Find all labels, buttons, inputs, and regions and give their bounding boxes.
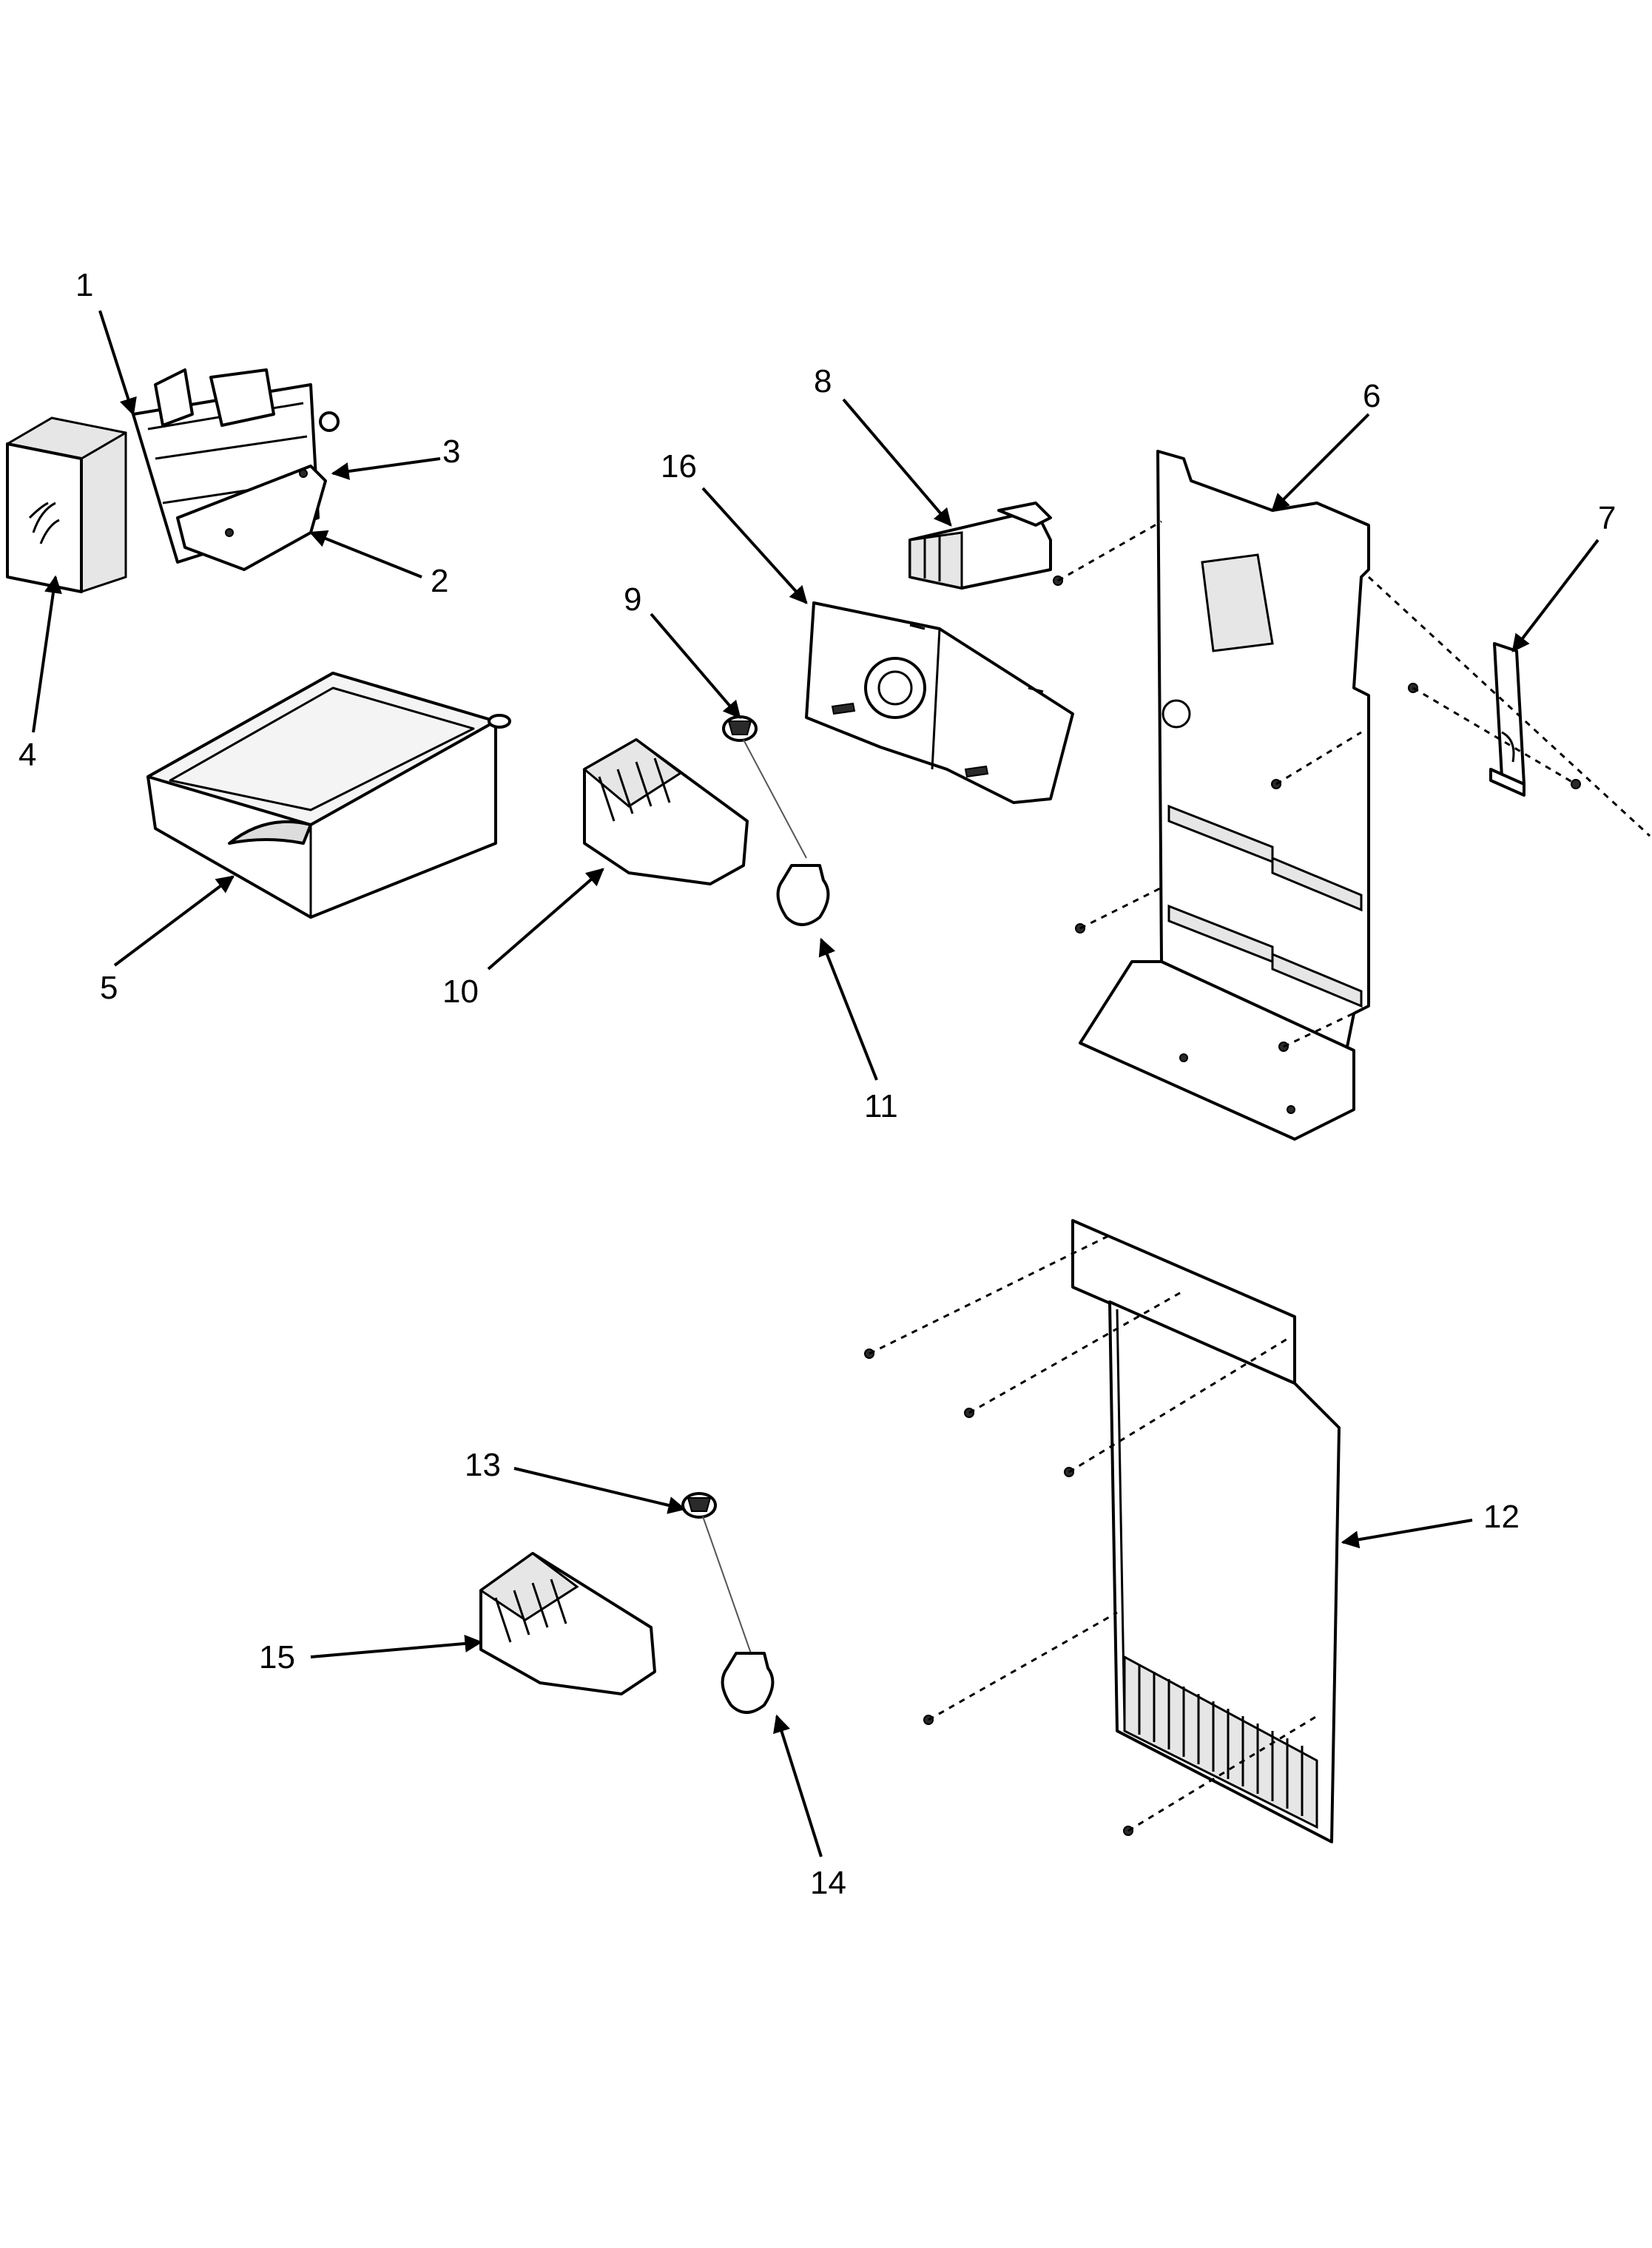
callout-10: 10 bbox=[442, 973, 479, 1010]
callout-3: 3 bbox=[442, 433, 460, 470]
callout-7: 7 bbox=[1598, 500, 1616, 536]
callout-labels: 1 2 3 4 5 6 7 8 9 10 11 12 13 14 15 16 bbox=[18, 267, 1616, 1901]
control-housing bbox=[805, 601, 1074, 804]
callout-14: 14 bbox=[810, 1865, 846, 1901]
callout-9: 9 bbox=[624, 581, 641, 618]
callout-4: 4 bbox=[18, 737, 36, 773]
callout-16: 16 bbox=[661, 448, 697, 485]
callout-11: 11 bbox=[864, 1088, 898, 1124]
side-bracket bbox=[1489, 642, 1525, 797]
light-cover-lower bbox=[479, 1552, 656, 1695]
callout-8: 8 bbox=[814, 363, 832, 399]
leader-lines bbox=[32, 310, 1599, 1857]
callout-2: 2 bbox=[431, 563, 448, 599]
light-cover-upper bbox=[582, 738, 749, 885]
callout-13: 13 bbox=[465, 1447, 501, 1483]
callout-6: 6 bbox=[1363, 378, 1380, 414]
callout-15: 15 bbox=[259, 1639, 295, 1675]
light-bulb-lower bbox=[721, 1652, 775, 1714]
light-bulb-upper bbox=[776, 864, 830, 926]
ice-bin bbox=[146, 672, 511, 919]
lamp-socket-lower bbox=[681, 1492, 752, 1654]
callout-12: 12 bbox=[1483, 1499, 1520, 1535]
main-panel bbox=[1079, 450, 1370, 1141]
ice-maker-assembly bbox=[6, 368, 340, 593]
callout-1: 1 bbox=[75, 267, 93, 303]
callout-5: 5 bbox=[100, 970, 118, 1006]
vent-grille bbox=[1123, 1655, 1318, 1829]
leaf-logo-icon bbox=[28, 502, 60, 544]
small-duct-part bbox=[908, 502, 1052, 590]
lamp-socket-upper bbox=[722, 715, 807, 859]
lower-panel bbox=[1071, 1219, 1341, 1843]
assembly-lines bbox=[869, 520, 1651, 1832]
